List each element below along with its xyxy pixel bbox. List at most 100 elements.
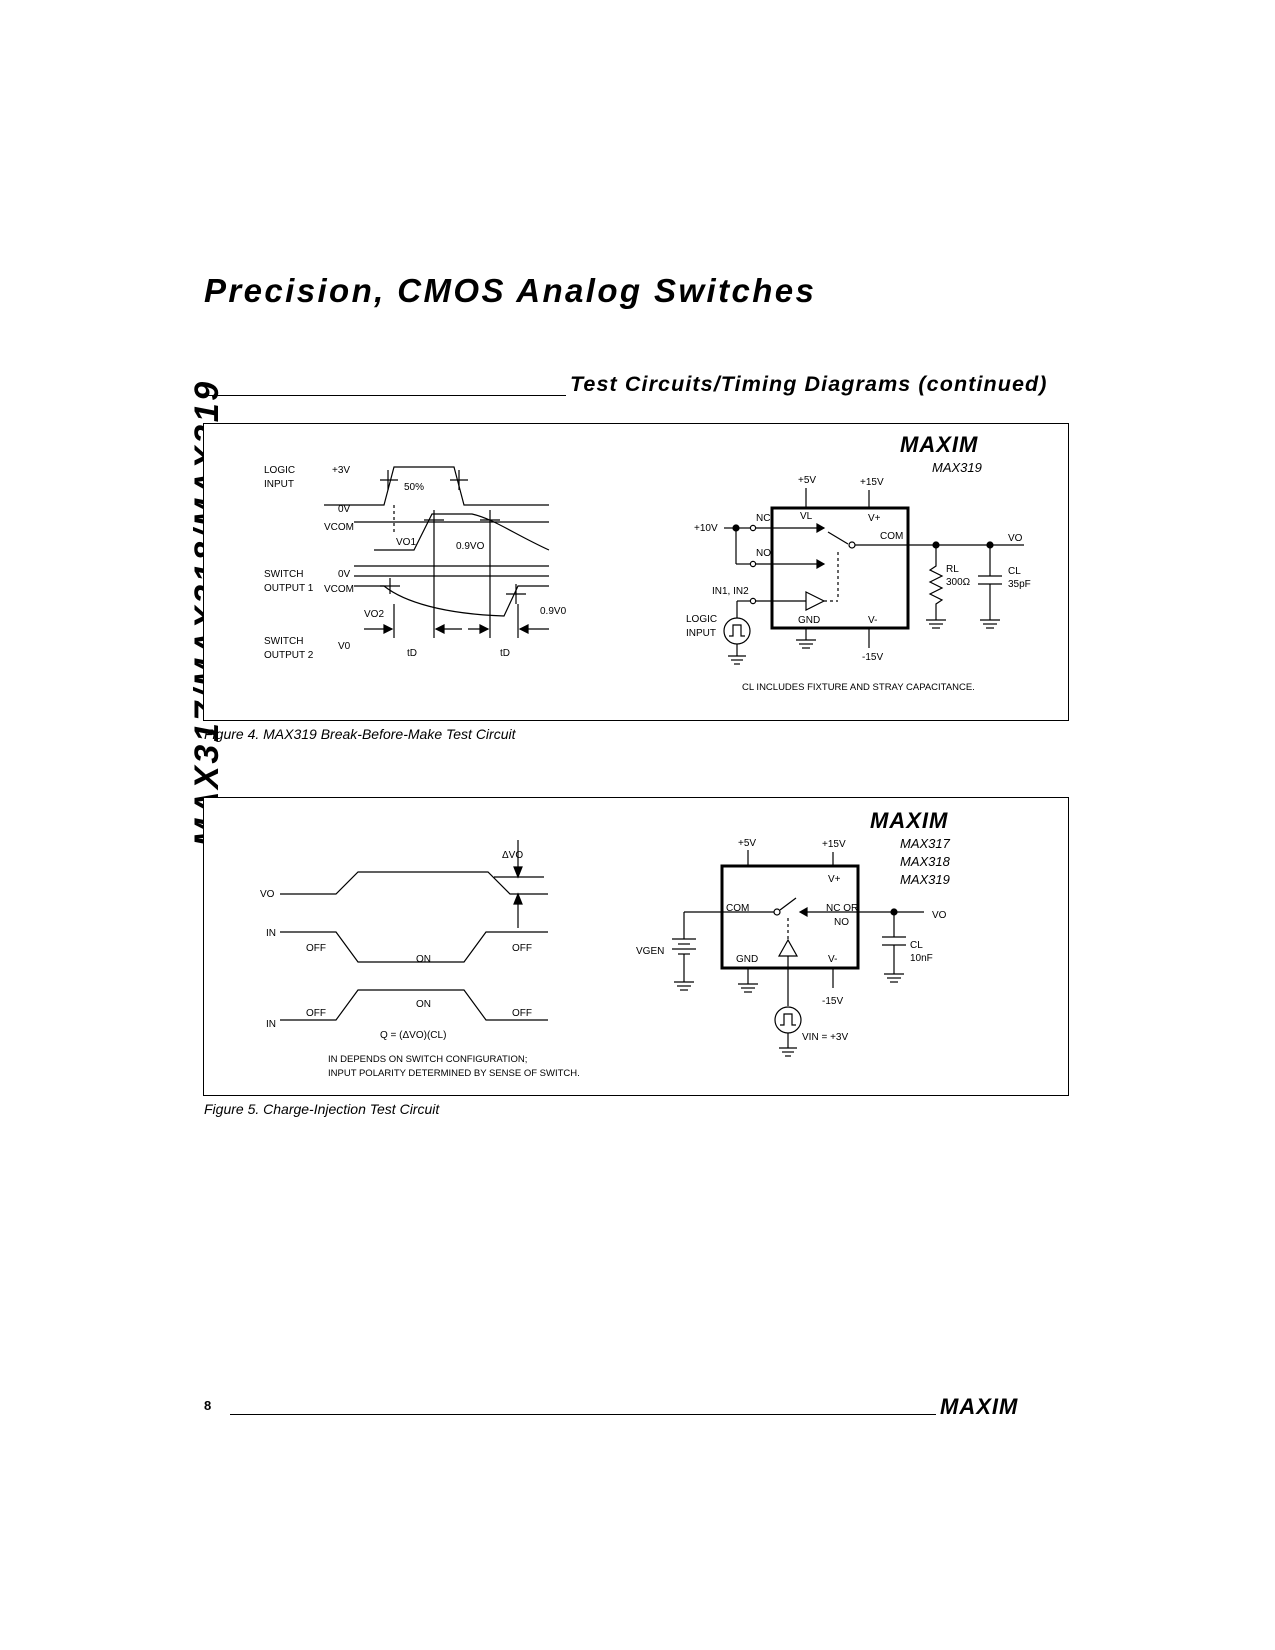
pin-label: V- (868, 615, 877, 626)
pulse-icon (729, 624, 745, 637)
pin-label: NO (834, 917, 849, 928)
output-label: VO (932, 910, 947, 921)
off-label: OFF (512, 943, 532, 954)
arrow-head (383, 624, 394, 634)
point9-vo-label: 0.9VO (456, 541, 485, 552)
capacitor-label: CL (1008, 566, 1021, 577)
supply-label: +15V (860, 477, 884, 488)
part-number: MAX319 (932, 460, 982, 475)
pin-label: NO (756, 548, 771, 559)
supply-label: +5V (738, 838, 756, 849)
arrow-head (434, 624, 445, 634)
pin-circle (749, 524, 757, 532)
logic-input-label: LOGIC (686, 614, 717, 625)
arrow-head (518, 624, 529, 634)
pin-label: V+ (868, 513, 881, 524)
switch-blade (827, 531, 849, 545)
capacitor-label: CL (910, 940, 923, 951)
pin-label: COM (880, 531, 903, 542)
switch-output1-label: OUTPUT 1 (264, 583, 314, 594)
ic-body (720, 864, 860, 970)
switch-output2-label: SWITCH (264, 636, 303, 647)
arrow-head (513, 866, 523, 879)
td-label: tD (500, 648, 510, 659)
page-number: 8 (204, 1398, 212, 1413)
pin-label: V- (828, 954, 837, 965)
off-label: OFF (512, 1008, 532, 1019)
supply-label: -15V (822, 996, 843, 1007)
pin-label: VL (800, 511, 813, 522)
contact-arrow (816, 522, 826, 534)
figure-4-box: LOGIC INPUT +3V 50% 0V VCOM VO1 0.9VO SW… (203, 423, 1069, 721)
capacitor-value: 10nF (910, 953, 933, 964)
switch-blade (779, 897, 797, 911)
off-label: OFF (306, 1008, 326, 1019)
output-label: VO (1008, 533, 1023, 544)
contact-arrow (816, 558, 826, 570)
figure-5-drawing: ΔVO VO IN OFF ON OFF ON OFF OFF IN Q = (… (260, 808, 951, 1079)
page-title: Precision, CMOS Analog Switches (204, 272, 817, 309)
section-rule (204, 395, 566, 396)
part-number: MAX319 (900, 872, 950, 887)
pin-label: GND (798, 615, 820, 626)
in-label: IN (266, 1019, 276, 1030)
figure-4-caption: Figure 4. MAX319 Break-Before-Make Test … (204, 726, 516, 742)
off-label: OFF (306, 943, 326, 954)
supply-label: +15V (822, 839, 846, 850)
vcom-label: VCOM (324, 584, 354, 595)
capacitance-note: CL INCLUDES FIXTURE AND STRAY CAPACITANC… (742, 682, 975, 693)
vo1-label: VO1 (396, 537, 416, 548)
switch-output2-label: OUTPUT 2 (264, 650, 314, 661)
fifty-percent-label: 50% (404, 482, 424, 493)
arrow-head (479, 624, 490, 634)
footer-rule (230, 1414, 936, 1415)
pin-circle (749, 597, 757, 605)
vo-waveform (280, 871, 548, 895)
section-header: Test Circuits/Timing Diagrams (continued… (204, 370, 1070, 402)
pin-label: GND (736, 954, 758, 965)
ic-body (770, 506, 910, 630)
driver-triangle (805, 591, 826, 611)
capacitor-value: 35pF (1008, 579, 1031, 590)
delta-vo-label: ΔVO (502, 850, 523, 861)
charge-equation: Q = (ΔVO)(CL) (380, 1030, 446, 1041)
in-label: IN (266, 928, 276, 939)
configuration-note: IN DEPENDS ON SWITCH CONFIGURATION; (328, 1054, 527, 1065)
pin-label: V+ (828, 874, 841, 885)
part-number: MAX317 (900, 836, 951, 851)
supply-label: +10V (694, 523, 718, 534)
maxim-logo: MAXIM (940, 1394, 1018, 1419)
vo2-label: VO2 (364, 609, 384, 620)
plus3v-label: +3V (332, 465, 350, 476)
signal-source (774, 1006, 802, 1034)
resistor-label: RL (946, 564, 959, 575)
contact-arrow (798, 906, 808, 918)
figure-4-drawing: LOGIC INPUT +3V 50% 0V VCOM VO1 0.9VO SW… (264, 432, 1031, 693)
zero-v-label: 0V (338, 504, 351, 515)
section-title: Test Circuits/Timing Diagrams (continued… (570, 372, 1048, 396)
logic-input-label: LOGIC (264, 465, 295, 476)
signal-source (723, 617, 751, 645)
on-label: ON (416, 999, 431, 1010)
v0-label: V0 (338, 641, 351, 652)
figure-5-box: ΔVO VO IN OFF ON OFF ON OFF OFF IN Q = (… (203, 797, 1069, 1096)
zero-v-label: 0V (338, 569, 351, 580)
figure-5-caption: Figure 5. Charge-Injection Test Circuit (204, 1101, 440, 1117)
vo-label: VO (260, 889, 275, 900)
pulse-icon (780, 1013, 796, 1026)
input-voltage-label: VIN = +3V (802, 1032, 848, 1043)
pin-circle (848, 541, 856, 549)
pin-circle (773, 908, 781, 916)
td-label: tD (407, 648, 417, 659)
supply-label: +5V (798, 475, 816, 486)
part-number: MAX318 (900, 854, 951, 869)
driver-triangle (777, 938, 799, 957)
in-waveform-a (280, 931, 548, 963)
pin-circle (749, 560, 757, 568)
configuration-note: INPUT POLARITY DETERMINED BY SENSE OF SW… (328, 1068, 580, 1079)
vcom-label: VCOM (324, 522, 354, 533)
logic-input-label: INPUT (686, 628, 716, 639)
supply-label: -15V (862, 652, 883, 663)
logic-input-waveform (324, 466, 549, 506)
pin-label: NC OR (826, 903, 858, 914)
